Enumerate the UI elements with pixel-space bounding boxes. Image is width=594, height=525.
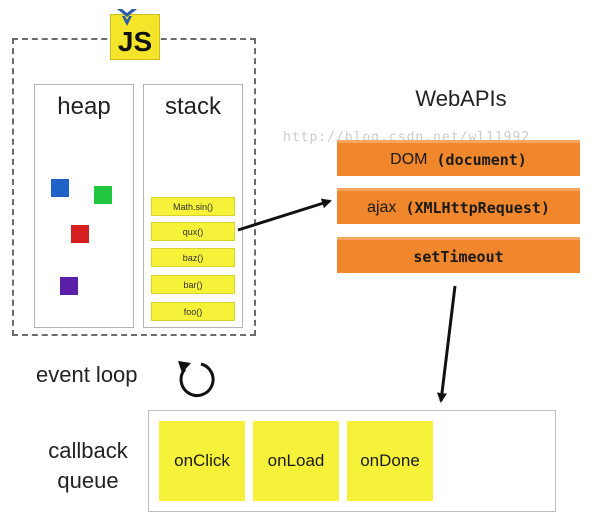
heap-object (51, 179, 69, 197)
webapi-ajax-name: ajax (367, 198, 397, 216)
js-logo-icon (117, 9, 137, 26)
stack-title: stack (164, 93, 221, 120)
event-loop-icon (178, 361, 215, 398)
webapi-dom-arg: (document) (436, 150, 527, 169)
webapi-dom: DOM (document) (337, 140, 580, 176)
js-logo-text: JS (117, 26, 153, 57)
webapi-settimeout: setTimeout (337, 237, 580, 273)
callback-ondone: onDone (347, 421, 433, 501)
webapi-settimeout-arg: setTimeout (413, 247, 504, 266)
heap-panel: heap (34, 84, 134, 328)
callback-queue-label: callback queue (38, 436, 138, 496)
stack-frame-bar: bar() (151, 275, 235, 294)
js-logo-badge: JS (110, 9, 160, 60)
callback-queue-box: onClick onLoad onDone (148, 410, 556, 512)
arrow-webapis-to-queue (437, 285, 457, 403)
stack-frame-math-sin: Math.sin() (151, 197, 235, 216)
webapi-ajax-arg: (XMLHttpRequest) (405, 198, 550, 217)
heap-title: heap (57, 93, 111, 120)
arrow-stack-to-webapis (237, 198, 332, 232)
webapi-ajax: ajax (XMLHttpRequest) (337, 188, 580, 224)
callback-onclick: onClick (159, 421, 245, 501)
event-loop-label: event loop (36, 362, 138, 387)
callback-queue-label-line1: callback (48, 438, 128, 463)
stack-frame-qux: qux() (151, 222, 235, 241)
webapis-title: WebAPIs (415, 86, 507, 111)
webapi-dom-name: DOM (390, 150, 428, 168)
callback-onload: onLoad (253, 421, 339, 501)
heap-object (71, 225, 89, 243)
callback-queue-label-line2: queue (57, 468, 119, 493)
heap-object (94, 186, 112, 204)
heap-object (60, 277, 78, 295)
stack-frame-baz: baz() (151, 248, 235, 267)
stack-panel: stack Math.sin() qux() baz() bar() foo() (143, 84, 243, 328)
stack-frame-foo: foo() (151, 302, 235, 321)
